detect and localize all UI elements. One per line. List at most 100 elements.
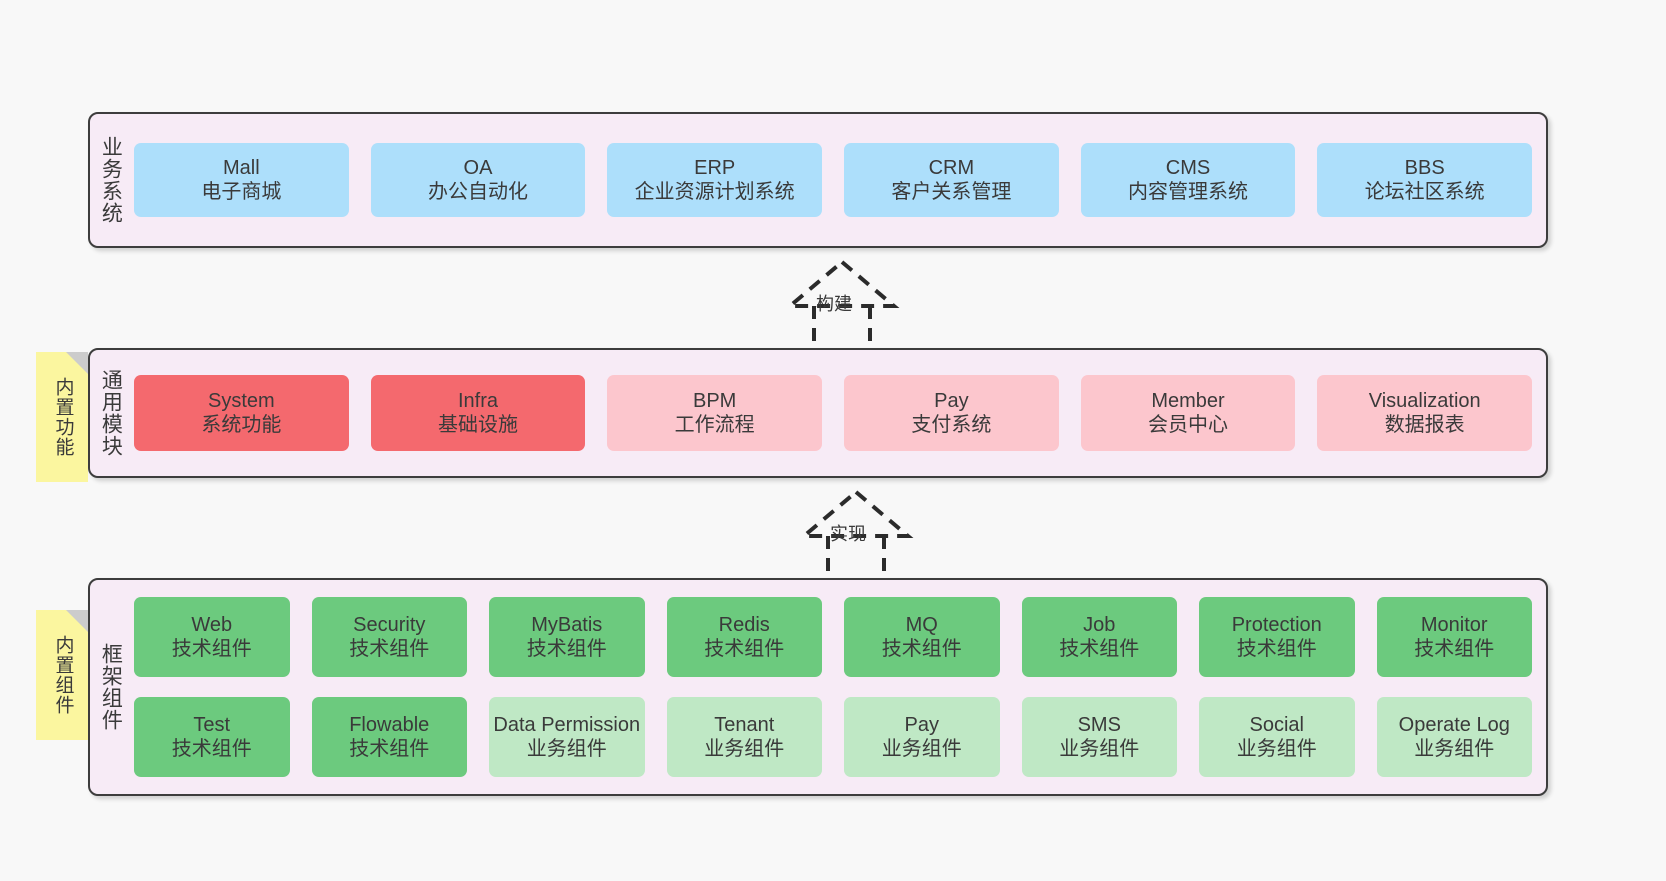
card-mall[interactable]: Mall 电子商城 — [134, 143, 349, 217]
card-tenant-desc: 业务组件 — [704, 738, 785, 760]
layer-label-business-systems: 业务系统 — [99, 136, 123, 224]
layer-label-common-modules: 通用模块 — [99, 369, 123, 457]
card-infra-desc: 基础设施 — [438, 414, 518, 436]
business-systems-row: Mall 电子商城 OA 办公自动化 ERP 企业资源计划系统 CRM 客户关系… — [134, 143, 1533, 217]
card-operate-log-name: Operate Log — [1398, 713, 1510, 736]
connector-implement-label: 实现 — [830, 524, 866, 544]
sticky-fold-corner-icon — [66, 610, 88, 632]
sticky-note-builtin-component-label: 内置组件 — [52, 635, 74, 715]
card-social-name: Social — [1249, 713, 1304, 736]
card-sms-desc: 业务组件 — [1059, 738, 1140, 760]
card-flowable-desc: 技术组件 — [349, 738, 430, 760]
sticky-note-builtin-component: 内置组件 — [36, 610, 88, 740]
card-visualization[interactable]: Visualization 数据报表 — [1317, 375, 1533, 451]
card-monitor-name: Monitor — [1420, 613, 1488, 636]
card-oa[interactable]: OA 办公自动化 — [370, 143, 586, 217]
sticky-note-builtin-function-label: 内置功能 — [52, 377, 74, 457]
card-flowable[interactable]: Flowable 技术组件 — [311, 697, 467, 777]
card-pay-module-name: Pay — [934, 389, 969, 412]
card-job[interactable]: Job 技术组件 — [1021, 597, 1177, 677]
card-bbs-desc: 论坛社区系统 — [1364, 181, 1485, 203]
card-sms[interactable]: SMS 业务组件 — [1021, 697, 1177, 777]
card-social[interactable]: Social 业务组件 — [1199, 697, 1355, 777]
framework-business-row: Test 技术组件 Flowable 技术组件 Data Permission … — [134, 697, 1532, 777]
card-mybatis[interactable]: MyBatis 技术组件 — [489, 597, 645, 677]
card-operate-log[interactable]: Operate Log 业务组件 — [1376, 697, 1532, 777]
layer-business-systems: 业务系统 Mall 电子商城 OA 办公自动化 ERP 企业资源计划系统 CRM… — [88, 112, 1548, 248]
connector-build-label: 构建 — [816, 294, 852, 314]
layer-body-framework-components: Web 技术组件 Security 技术组件 MyBatis 技术组件 Redi… — [130, 580, 1546, 794]
framework-tech-row: Web 技术组件 Security 技术组件 MyBatis 技术组件 Redi… — [134, 597, 1532, 677]
card-pay-component-name: Pay — [904, 713, 939, 736]
card-test[interactable]: Test 技术组件 — [134, 697, 290, 777]
card-monitor-desc: 技术组件 — [1414, 638, 1495, 660]
card-mybatis-name: MyBatis — [531, 613, 603, 636]
card-sms-name: SMS — [1077, 713, 1121, 736]
card-system[interactable]: System 系统功能 — [134, 375, 349, 451]
card-protection[interactable]: Protection 技术组件 — [1199, 597, 1355, 677]
sticky-fold-corner-icon — [66, 352, 88, 374]
card-pay-module[interactable]: Pay 支付系统 — [844, 375, 1059, 451]
card-system-name: System — [207, 389, 275, 412]
card-cms[interactable]: CMS 内容管理系统 — [1080, 143, 1296, 217]
card-job-name: Job — [1083, 613, 1116, 636]
card-monitor[interactable]: Monitor 技术组件 — [1376, 597, 1532, 677]
card-bbs[interactable]: BBS 论坛社区系统 — [1317, 143, 1533, 217]
card-pay-component-desc: 业务组件 — [881, 738, 962, 760]
card-protection-name: Protection — [1231, 613, 1322, 636]
layer-body-common-modules: System 系统功能 Infra 基础设施 BPM 工作流程 Pay 支付系统… — [130, 350, 1546, 476]
card-crm-name: CRM — [928, 156, 975, 179]
card-mq-name: MQ — [905, 613, 938, 636]
card-bpm-name: BPM — [693, 389, 737, 412]
connector-build: 构建 — [742, 256, 942, 348]
card-bpm-desc: 工作流程 — [674, 414, 755, 436]
card-data-permission[interactable]: Data Permission 业务组件 — [489, 697, 645, 777]
card-crm[interactable]: CRM 客户关系管理 — [844, 143, 1059, 217]
sticky-note-builtin-function: 内置功能 — [36, 352, 88, 482]
card-pay-module-desc: 支付系统 — [911, 414, 992, 436]
layer-framework-components: 框架组件 Web 技术组件 Security 技术组件 MyBatis 技术组件… — [88, 578, 1548, 796]
card-visualization-name: Visualization — [1368, 389, 1481, 412]
card-social-desc: 业务组件 — [1236, 738, 1317, 760]
card-erp[interactable]: ERP 企业资源计划系统 — [607, 143, 823, 217]
card-member-name: Member — [1151, 389, 1225, 412]
card-member[interactable]: Member 会员中心 — [1080, 375, 1296, 451]
card-redis[interactable]: Redis 技术组件 — [666, 597, 822, 677]
card-member-desc: 会员中心 — [1148, 414, 1229, 436]
connector-implement-arrow-icon — [798, 489, 914, 578]
card-flowable-name: Flowable — [349, 713, 430, 736]
card-test-name: Test — [193, 713, 231, 736]
card-bpm[interactable]: BPM 工作流程 — [607, 375, 823, 451]
card-mall-desc: 电子商城 — [201, 181, 282, 203]
layer-common-modules: 通用模块 System 系统功能 Infra 基础设施 BPM 工作流程 Pay… — [88, 348, 1548, 478]
common-modules-row: System 系统功能 Infra 基础设施 BPM 工作流程 Pay 支付系统… — [134, 375, 1533, 451]
card-mq[interactable]: MQ 技术组件 — [844, 597, 1000, 677]
card-security-name: Security — [353, 613, 426, 636]
card-web[interactable]: Web 技术组件 — [134, 597, 290, 677]
card-tenant-name: Tenant — [714, 713, 775, 736]
card-data-permission-name: Data Permission — [493, 713, 641, 736]
card-web-name: Web — [191, 613, 233, 636]
card-redis-desc: 技术组件 — [704, 638, 785, 660]
card-infra-name: Infra — [457, 389, 499, 412]
card-bbs-name: BBS — [1404, 156, 1445, 179]
card-tenant[interactable]: Tenant 业务组件 — [666, 697, 822, 777]
card-infra[interactable]: Infra 基础设施 — [370, 375, 586, 451]
card-security[interactable]: Security 技术组件 — [311, 597, 467, 677]
card-operate-log-desc: 业务组件 — [1414, 738, 1495, 760]
connector-implement: 实现 — [756, 486, 956, 578]
card-erp-name: ERP — [694, 156, 736, 179]
card-system-desc: 系统功能 — [201, 414, 282, 436]
card-mall-name: Mall — [223, 156, 260, 179]
card-web-desc: 技术组件 — [171, 638, 252, 660]
card-oa-name: OA — [463, 156, 493, 179]
card-security-desc: 技术组件 — [349, 638, 430, 660]
card-redis-name: Redis — [718, 613, 770, 636]
card-test-desc: 技术组件 — [171, 738, 252, 760]
card-job-desc: 技术组件 — [1059, 638, 1140, 660]
card-pay-component[interactable]: Pay 业务组件 — [844, 697, 1000, 777]
layer-label-framework-components: 框架组件 — [99, 643, 123, 731]
card-protection-desc: 技术组件 — [1236, 638, 1317, 660]
card-mq-desc: 技术组件 — [881, 638, 962, 660]
